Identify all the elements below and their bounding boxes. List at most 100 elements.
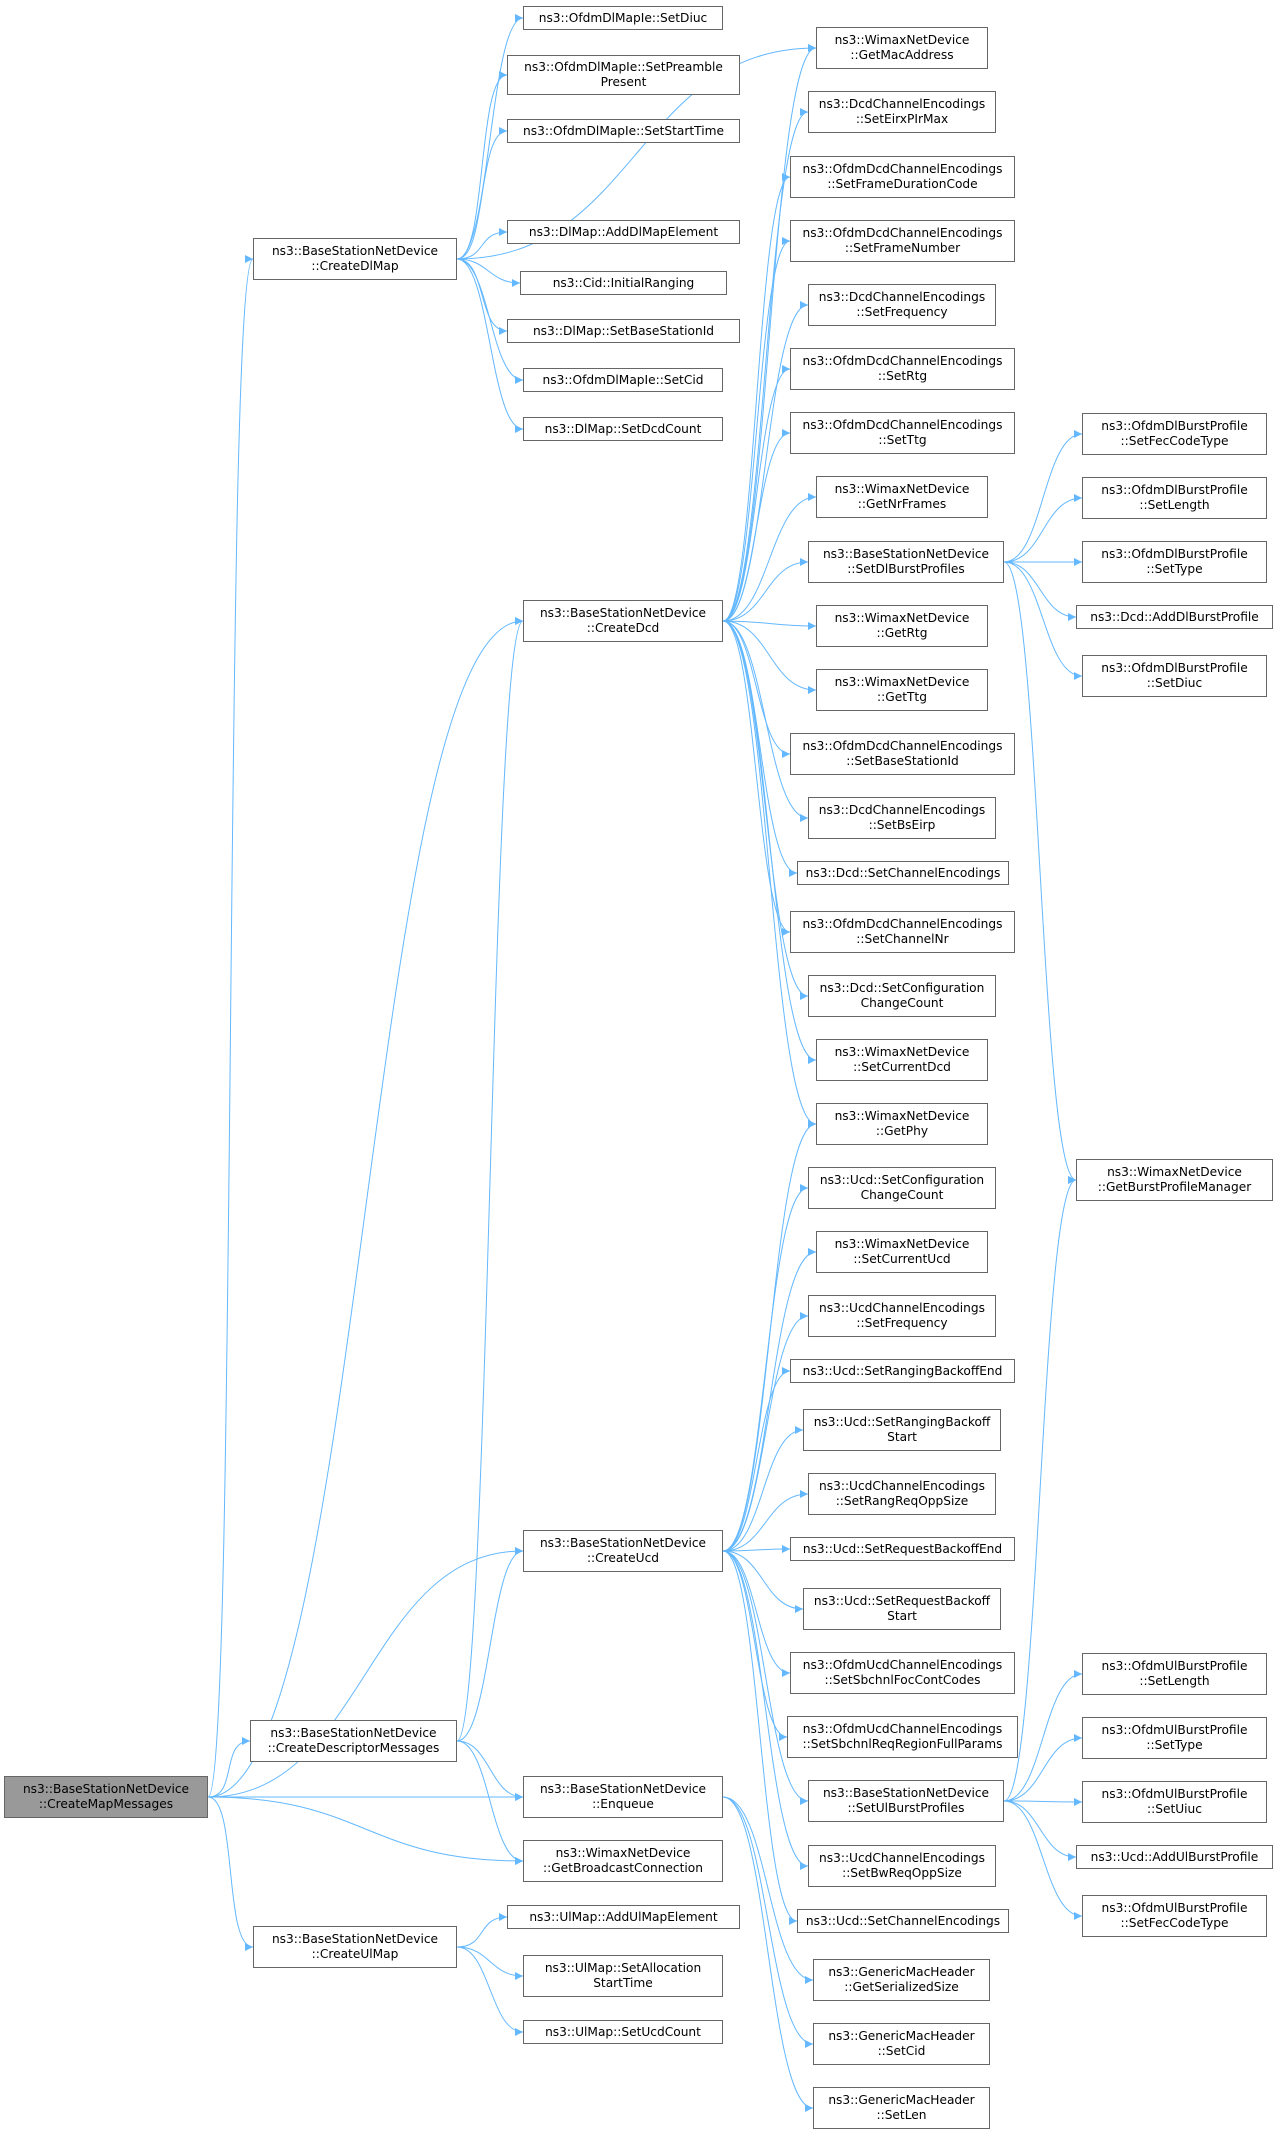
node-ucd-set-rang-bo-start[interactable]: ns3::Ucd::SetRangingBackoff Start (803, 1409, 1001, 1451)
node-label: ns3::OfdmDcdChannelEncodings ::SetChanne… (802, 917, 1003, 946)
edge-set-ul-burst-to-get-burst-mgr (1003, 1176, 1077, 1802)
node-dcd-set-rtg[interactable]: ns3::OfdmDcdChannelEncodings ::SetRtg (790, 348, 1015, 390)
edge-create-desc-msg-to-create-ucd (456, 1547, 524, 1742)
node-get-ttg[interactable]: ns3::WimaxNetDevice ::GetTtg (816, 669, 988, 711)
node-ucd-set-config[interactable]: ns3::Ucd::SetConfiguration ChangeCount (808, 1167, 996, 1209)
node-dcd-set-freq[interactable]: ns3::DcdChannelEncodings ::SetFrequency (808, 284, 996, 326)
node-get-nr-frames[interactable]: ns3::WimaxNetDevice ::GetNrFrames (816, 476, 988, 518)
node-dl-set-preamble[interactable]: ns3::OfdmDlMapIe::SetPreamble Present (507, 55, 740, 95)
node-dl-set-cid[interactable]: ns3::OfdmDlMapIe::SetCid (523, 368, 723, 392)
edge-root-to-create-dl-map (207, 255, 254, 1798)
node-dl-set-dcd-count[interactable]: ns3::DlMap::SetDcdCount (523, 417, 723, 441)
edge-set-ul-burst-to-ulbp-set-uiuc (1003, 1797, 1083, 1806)
node-set-ul-burst[interactable]: ns3::BaseStationNetDevice ::SetUlBurstPr… (808, 1780, 1004, 1822)
edge-create-ucd-to-ucd-set-req-bo-end (722, 1545, 791, 1554)
node-gmh-set-len[interactable]: ns3::GenericMacHeader ::SetLen (813, 2087, 990, 2129)
node-dcd-set-frame-num[interactable]: ns3::OfdmDcdChannelEncodings ::SetFrameN… (790, 220, 1015, 262)
node-create-ucd[interactable]: ns3::BaseStationNetDevice ::CreateUcd (523, 1530, 723, 1572)
node-ucd-set-req-bo-start[interactable]: ns3::Ucd::SetRequestBackoff Start (803, 1588, 1001, 1630)
node-dcd-set-eirx[interactable]: ns3::DcdChannelEncodings ::SetEirxPIrMax (808, 91, 996, 133)
node-label: ns3::Dcd::AddDlBurstProfile (1090, 609, 1259, 624)
node-ucd-set-bw-req[interactable]: ns3::UcdChannelEncodings ::SetBwReqOppSi… (808, 1845, 996, 1887)
node-label: ns3::DlMap::SetBaseStationId (532, 323, 715, 338)
node-gmh-set-cid[interactable]: ns3::GenericMacHeader ::SetCid (813, 2023, 990, 2065)
edge-create-ucd-to-ucd-set-bw-req (722, 1550, 809, 1870)
node-ul-set-alloc-start[interactable]: ns3::UlMap::SetAllocation StartTime (523, 1955, 723, 1997)
node-dcd-set-ch-nr[interactable]: ns3::OfdmDcdChannelEncodings ::SetChanne… (790, 911, 1015, 953)
edge-create-dcd-to-get-mac-address (722, 44, 817, 622)
node-ulbp-set-length[interactable]: ns3::OfdmUlBurstProfile ::SetLength (1082, 1653, 1267, 1695)
node-label: ns3::WimaxNetDevice ::GetRtg (834, 611, 970, 640)
node-dl-set-start-time[interactable]: ns3::OfdmDlMapIe::SetStartTime (507, 119, 740, 143)
node-set-dl-burst[interactable]: ns3::BaseStationNetDevice ::SetDlBurstPr… (808, 541, 1004, 583)
node-dl-set-diuc[interactable]: ns3::OfdmDlMapIe::SetDiuc (523, 6, 723, 30)
node-ul-set-ucd-count[interactable]: ns3::UlMap::SetUcdCount (523, 2020, 723, 2044)
edge-create-ucd-to-ucd-set-sbch-foc (722, 1550, 791, 1677)
node-get-mac-address[interactable]: ns3::WimaxNetDevice ::GetMacAddress (816, 27, 988, 69)
node-label: ns3::OfdmDlBurstProfile ::SetLength (1101, 483, 1248, 512)
node-ucd-set-rang-bo-end[interactable]: ns3::Ucd::SetRangingBackoffEnd (790, 1359, 1015, 1383)
node-label: ns3::Cid::InitialRanging (552, 275, 695, 290)
node-set-current-dcd[interactable]: ns3::WimaxNetDevice ::SetCurrentDcd (816, 1039, 988, 1081)
node-ucd-add-ul-burst[interactable]: ns3::Ucd::AddUlBurstProfile (1076, 1845, 1273, 1869)
node-gmh-get-size[interactable]: ns3::GenericMacHeader ::GetSerializedSiz… (813, 1959, 990, 2001)
node-ulbp-set-uiuc[interactable]: ns3::OfdmUlBurstProfile ::SetUiuc (1082, 1781, 1267, 1823)
node-label: ns3::DlMap::SetDcdCount (544, 421, 702, 436)
edge-root-to-create-ul-map (207, 1796, 254, 1951)
node-get-burst-mgr[interactable]: ns3::WimaxNetDevice ::GetBurstProfileMan… (1076, 1159, 1273, 1201)
edge-create-dcd-to-dcd-set-frame-num (722, 237, 791, 622)
edge-create-ucd-to-ucd-set-ch-enc (722, 1550, 798, 1925)
node-get-bcast-conn[interactable]: ns3::WimaxNetDevice ::GetBroadcastConnec… (523, 1840, 723, 1882)
node-label: ns3::Ucd::AddUlBurstProfile (1090, 1849, 1259, 1864)
node-dcd-add-dl-burst[interactable]: ns3::Dcd::AddDlBurstProfile (1076, 605, 1273, 629)
node-dlbp-set-length[interactable]: ns3::OfdmDlBurstProfile ::SetLength (1082, 477, 1267, 519)
node-create-desc-msg[interactable]: ns3::BaseStationNetDevice ::CreateDescri… (250, 1720, 457, 1762)
node-dcd-set-ch-enc[interactable]: ns3::Dcd::SetChannelEncodings (797, 861, 1009, 885)
node-ulbp-set-type[interactable]: ns3::OfdmUlBurstProfile ::SetType (1082, 1717, 1267, 1759)
node-create-dl-map[interactable]: ns3::BaseStationNetDevice ::CreateDlMap (253, 238, 457, 280)
node-enqueue[interactable]: ns3::BaseStationNetDevice ::Enqueue (523, 1776, 723, 1818)
edge-set-ul-burst-to-ulbp-set-fec (1003, 1800, 1083, 1920)
node-dlbp-set-type[interactable]: ns3::OfdmDlBurstProfile ::SetType (1082, 541, 1267, 583)
node-label: ns3::OfdmUcdChannelEncodings ::SetSbchnl… (802, 1658, 1003, 1687)
node-ucd-set-sbch-req[interactable]: ns3::OfdmUcdChannelEncodings ::SetSbchnl… (787, 1716, 1018, 1758)
node-label: ns3::WimaxNetDevice ::GetPhy (834, 1109, 970, 1138)
node-dcd-set-config[interactable]: ns3::Dcd::SetConfiguration ChangeCount (808, 975, 996, 1017)
edge-root-to-create-dcd (207, 617, 524, 1798)
node-label: ns3::OfdmDlBurstProfile ::SetFecCodeType (1101, 419, 1248, 448)
node-create-dcd[interactable]: ns3::BaseStationNetDevice ::CreateDcd (523, 600, 723, 642)
node-dcd-set-bs-id[interactable]: ns3::OfdmDcdChannelEncodings ::SetBaseSt… (790, 733, 1015, 775)
node-label: ns3::OfdmUlBurstProfile ::SetUiuc (1101, 1787, 1248, 1816)
node-ucd-set-sbch-foc[interactable]: ns3::OfdmUcdChannelEncodings ::SetSbchnl… (790, 1652, 1015, 1694)
node-ucd-set-freq[interactable]: ns3::UcdChannelEncodings ::SetFrequency (808, 1295, 996, 1337)
node-dcd-set-bs-eirp[interactable]: ns3::DcdChannelEncodings ::SetBsEirp (808, 797, 996, 839)
node-cid-init-ranging[interactable]: ns3::Cid::InitialRanging (520, 271, 727, 295)
node-set-current-ucd[interactable]: ns3::WimaxNetDevice ::SetCurrentUcd (816, 1231, 988, 1273)
node-dl-set-bs-id[interactable]: ns3::DlMap::SetBaseStationId (507, 319, 740, 343)
edge-create-ucd-to-ucd-set-rang-bo-end (722, 1367, 791, 1552)
node-ucd-set-rang-req[interactable]: ns3::UcdChannelEncodings ::SetRangReqOpp… (808, 1473, 996, 1515)
node-get-rtg[interactable]: ns3::WimaxNetDevice ::GetRtg (816, 605, 988, 647)
node-label: ns3::BaseStationNetDevice ::CreateDescri… (267, 1726, 440, 1755)
edge-create-ucd-to-ucd-set-config (722, 1184, 809, 1552)
node-label: ns3::Ucd::SetRangingBackoff Start (813, 1415, 991, 1444)
node-create-ul-map[interactable]: ns3::BaseStationNetDevice ::CreateUlMap (253, 1926, 457, 1968)
node-ulbp-set-fec[interactable]: ns3::OfdmUlBurstProfile ::SetFecCodeType (1082, 1895, 1267, 1937)
node-ucd-set-ch-enc[interactable]: ns3::Ucd::SetChannelEncodings (797, 1909, 1009, 1933)
node-label: ns3::WimaxNetDevice ::GetTtg (834, 675, 970, 704)
edge-set-ul-burst-to-ulbp-set-length (1003, 1670, 1083, 1802)
node-dl-add-elem[interactable]: ns3::DlMap::AddDlMapElement (507, 220, 740, 244)
node-dlbp-set-fec[interactable]: ns3::OfdmDlBurstProfile ::SetFecCodeType (1082, 413, 1267, 455)
node-dcd-set-ttg[interactable]: ns3::OfdmDcdChannelEncodings ::SetTtg (790, 412, 1015, 454)
node-dcd-set-frame-dur[interactable]: ns3::OfdmDcdChannelEncodings ::SetFrameD… (790, 156, 1015, 198)
node-label: ns3::OfdmUlBurstProfile ::SetLength (1101, 1659, 1248, 1688)
node-get-phy[interactable]: ns3::WimaxNetDevice ::GetPhy (816, 1103, 988, 1145)
node-label: ns3::UcdChannelEncodings ::SetFrequency (819, 1301, 985, 1330)
node-ul-add-elem[interactable]: ns3::UlMap::AddUlMapElement (507, 1905, 740, 1929)
node-label: ns3::DcdChannelEncodings ::SetEirxPIrMax (818, 97, 986, 126)
node-ucd-set-req-bo-end[interactable]: ns3::Ucd::SetRequestBackoffEnd (790, 1537, 1015, 1561)
node-dlbp-set-diuc[interactable]: ns3::OfdmDlBurstProfile ::SetDiuc (1082, 655, 1267, 697)
node-label: ns3::Dcd::SetConfiguration ChangeCount (819, 981, 985, 1010)
node-label: ns3::BaseStationNetDevice ::SetDlBurstPr… (822, 547, 990, 576)
